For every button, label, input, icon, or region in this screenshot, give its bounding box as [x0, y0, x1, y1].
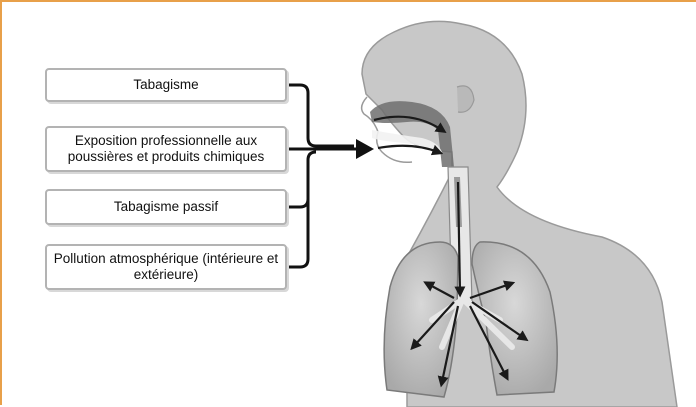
connector-lines — [287, 85, 354, 267]
factor-box-pollution-atmospherique: Pollution atmosphérique (intérieure et e… — [45, 244, 287, 290]
factor-label: Tabagisme — [127, 77, 204, 93]
connector-3 — [287, 152, 316, 207]
connector-1 — [287, 85, 354, 146]
factor-label: Tabagisme passif — [108, 199, 224, 215]
main-arrow-head — [356, 139, 374, 159]
factor-box-tabagisme-passif: Tabagisme passif — [45, 189, 287, 225]
connector-4 — [287, 162, 308, 267]
factor-label: Exposition professionnelle aux poussière… — [47, 133, 285, 165]
factor-label: Pollution atmosphérique (intérieure et e… — [47, 251, 285, 283]
factor-box-tabagisme: Tabagisme — [45, 68, 287, 102]
factor-box-exposition-professionnelle: Exposition professionnelle aux poussière… — [45, 126, 287, 172]
